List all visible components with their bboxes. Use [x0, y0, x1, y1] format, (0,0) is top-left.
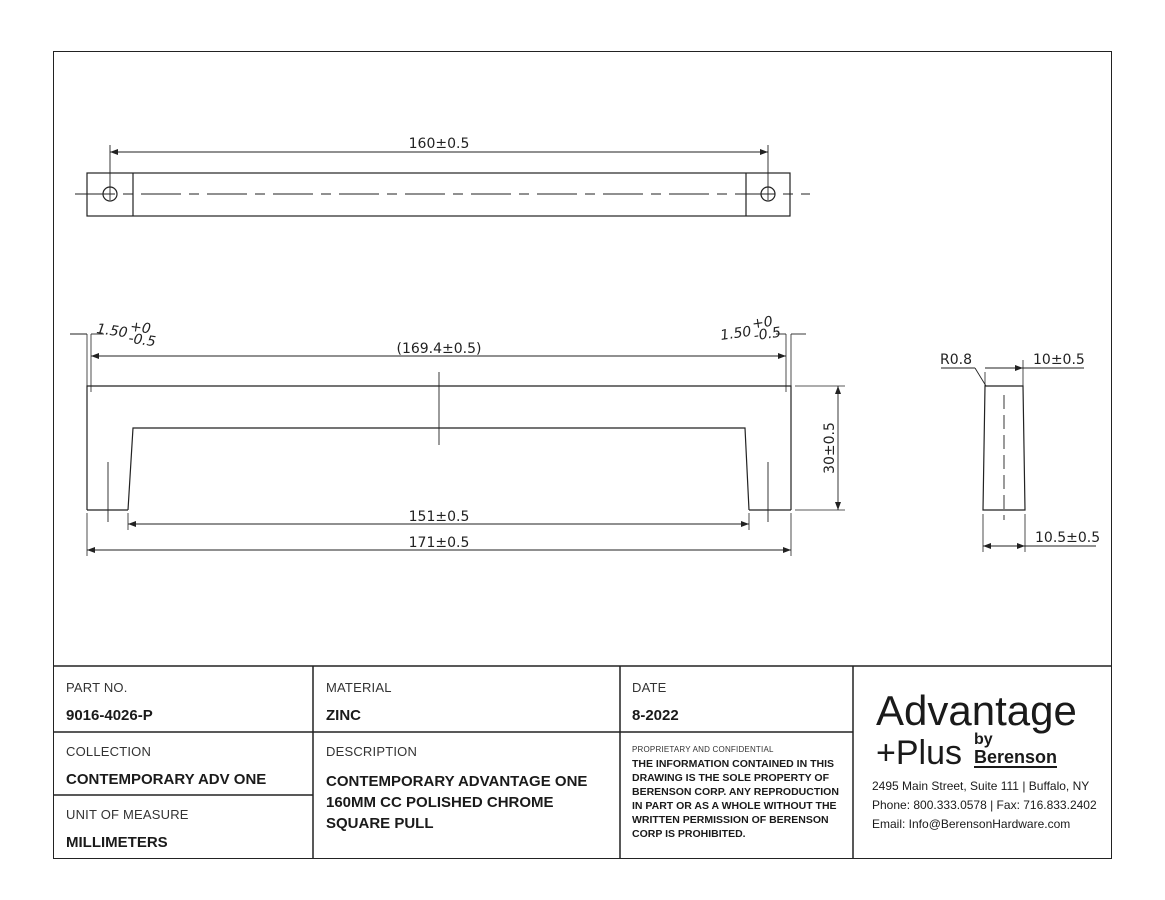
drawing-frame [53, 51, 1112, 859]
brand-line-2-row: +Plus by Berenson [876, 732, 1101, 770]
notice-line: IN PART OR AS A WHOLE WITHOUT THE [632, 800, 837, 812]
taper-note-left: 1.50 +0 -0.5 [95, 319, 156, 351]
contact-email: Email: Info@BerensonHardware.com [872, 817, 1071, 831]
taper-left-sup: +0 [129, 319, 152, 338]
dim-height: 30±0.5 [822, 422, 838, 474]
notice-line: DRAWING IS THE SOLE PROPERTY OF [632, 772, 829, 784]
uom-cell: UNIT OF MEASURE MILLIMETERS [66, 807, 189, 851]
confidential-label: PROPRIETARY AND CONFIDENTIAL [632, 745, 774, 754]
date-cell: DATE 8-2022 [632, 680, 679, 724]
collection-value: CONTEMPORARY ADV ONE [66, 771, 267, 788]
description-line: SQUARE PULL [326, 815, 434, 832]
part-no-value: 9016-4026-P [66, 707, 153, 724]
brand-maker: by Berenson [974, 731, 1058, 768]
taper-right-sub: -0.5 [753, 325, 782, 345]
dim-top-width: 10±0.5 [1033, 352, 1085, 368]
brand-name: Berenson [974, 747, 1058, 768]
material-label: MATERIAL [326, 680, 392, 695]
uom-label: UNIT OF MEASURE [66, 807, 189, 822]
dim-overall-ref: (169.4±0.5) [397, 341, 482, 357]
description-value: CONTEMPORARY ADVANTAGE ONE 160MM CC POLI… [326, 771, 587, 834]
part-no-label: PART NO. [66, 680, 128, 695]
brand-line-2: +Plus [876, 734, 962, 772]
taper-right-base: 1.50 [719, 324, 752, 344]
part-no-cell: PART NO. 9016-4026-P [66, 680, 153, 724]
description-line: 160MM CC POLISHED CHROME [326, 794, 554, 811]
dim-base-width: 10.5±0.5 [1035, 530, 1100, 546]
date-label: DATE [632, 680, 667, 695]
brand-line-1: Advantage [876, 687, 1077, 734]
notice-line: CORP IS PROHIBITED. [632, 828, 746, 840]
material-cell: MATERIAL ZINC [326, 680, 392, 724]
description-label: DESCRIPTION [326, 744, 418, 759]
brand-by: by [974, 731, 993, 748]
brand-logo: Advantage +Plus by Berenson [876, 687, 1101, 771]
dim-radius: R0.8 [940, 352, 972, 368]
dim-inner-span: 151±0.5 [409, 509, 470, 525]
top-view [75, 145, 810, 217]
dim-top-cc: 160±0.5 [409, 136, 470, 152]
notice-line: BERENSON CORP. ANY REPRODUCTION [632, 786, 839, 798]
contact-address: 2495 Main Street, Suite 111 | Buffalo, N… [872, 779, 1090, 793]
notice-line: THE INFORMATION CONTAINED IN THIS [632, 758, 835, 770]
title-block-grid [53, 665, 1112, 859]
end-view-outline [982, 385, 1026, 511]
taper-note-right: 1.50 +0 -0.5 [719, 314, 782, 345]
description-cell: DESCRIPTION CONTEMPORARY ADVANTAGE ONE 1… [326, 744, 587, 834]
taper-right-sup: +0 [751, 314, 774, 333]
uom-value: MILLIMETERS [66, 834, 168, 851]
side-view [70, 333, 845, 556]
date-value: 8-2022 [632, 707, 679, 724]
taper-left-base: 1.50 [95, 321, 128, 341]
collection-label: COLLECTION [66, 744, 152, 759]
radius-leader [974, 367, 987, 387]
material-value: ZINC [326, 707, 361, 724]
side-view-inner [127, 427, 750, 511]
taper-left-sub: -0.5 [127, 331, 156, 351]
notice-line: WRITTEN PERMISSION OF BERENSON [632, 814, 829, 826]
confidential-notice: THE INFORMATION CONTAINED IN THIS DRAWIN… [632, 757, 839, 841]
description-line: CONTEMPORARY ADVANTAGE ONE [326, 773, 588, 790]
end-view [941, 360, 1096, 552]
confidential-cell: PROPRIETARY AND CONFIDENTIAL THE INFORMA… [632, 745, 839, 841]
contact-info: 2495 Main Street, Suite 111 | Buffalo, N… [872, 777, 1097, 834]
collection-cell: COLLECTION CONTEMPORARY ADV ONE [66, 744, 266, 788]
contact-phone: Phone: 800.333.0578 | Fax: 716.833.2402 [872, 798, 1097, 812]
dim-overall: 171±0.5 [409, 535, 470, 551]
